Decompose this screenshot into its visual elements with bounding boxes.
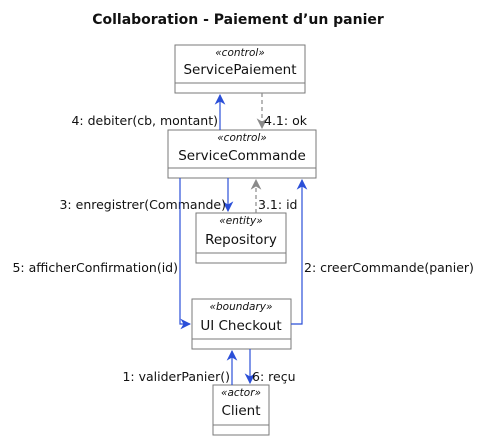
participant-box (212, 384, 270, 436)
message-5-label: 5: afficherConfirmation(id) (12, 260, 178, 275)
participant-client: «actor» Client (212, 384, 270, 436)
participant-ui-checkout: «boundary» UI Checkout (191, 298, 292, 350)
participant-stereotype: «control» (215, 47, 265, 59)
participant-service-paiement: «control» ServicePaiement (174, 44, 306, 94)
participant-name: Repository (205, 232, 277, 248)
message-4-label: 4: debiter(cb, montant) (71, 113, 218, 128)
message-2-arrow (291, 178, 308, 325)
participant-box (195, 212, 287, 264)
message-3-label: 3: enregistrer(Commande) (59, 197, 226, 212)
participant-name: UI Checkout (200, 318, 281, 334)
participant-name: Client (221, 403, 260, 419)
participant-repository: «entity» Repository (195, 212, 287, 264)
message-2-label: 2: creerCommande(panier) (304, 260, 474, 275)
participant-box (174, 44, 306, 94)
participant-stereotype: «actor» (221, 387, 261, 399)
message-4-1-label: 4.1: ok (264, 113, 308, 128)
diagram-title: Collaboration - Paiement d’un panier (92, 12, 384, 28)
participant-service-commande: «control» ServiceCommande (167, 129, 317, 179)
participant-name: ServiceCommande (178, 148, 306, 164)
participant-box (191, 298, 292, 350)
message-3-1-label: 3.1: id (258, 197, 297, 212)
message-5-arrow (179, 178, 192, 330)
participant-box (167, 129, 317, 179)
participant-stereotype: «entity» (219, 215, 262, 227)
participant-stereotype: «boundary» (210, 301, 273, 313)
message-1-label: 1: validerPanier() (122, 369, 230, 384)
participant-stereotype: «control» (217, 132, 267, 144)
participant-name: ServicePaiement (183, 62, 296, 78)
message-6-label: 6: reçu (252, 369, 296, 384)
